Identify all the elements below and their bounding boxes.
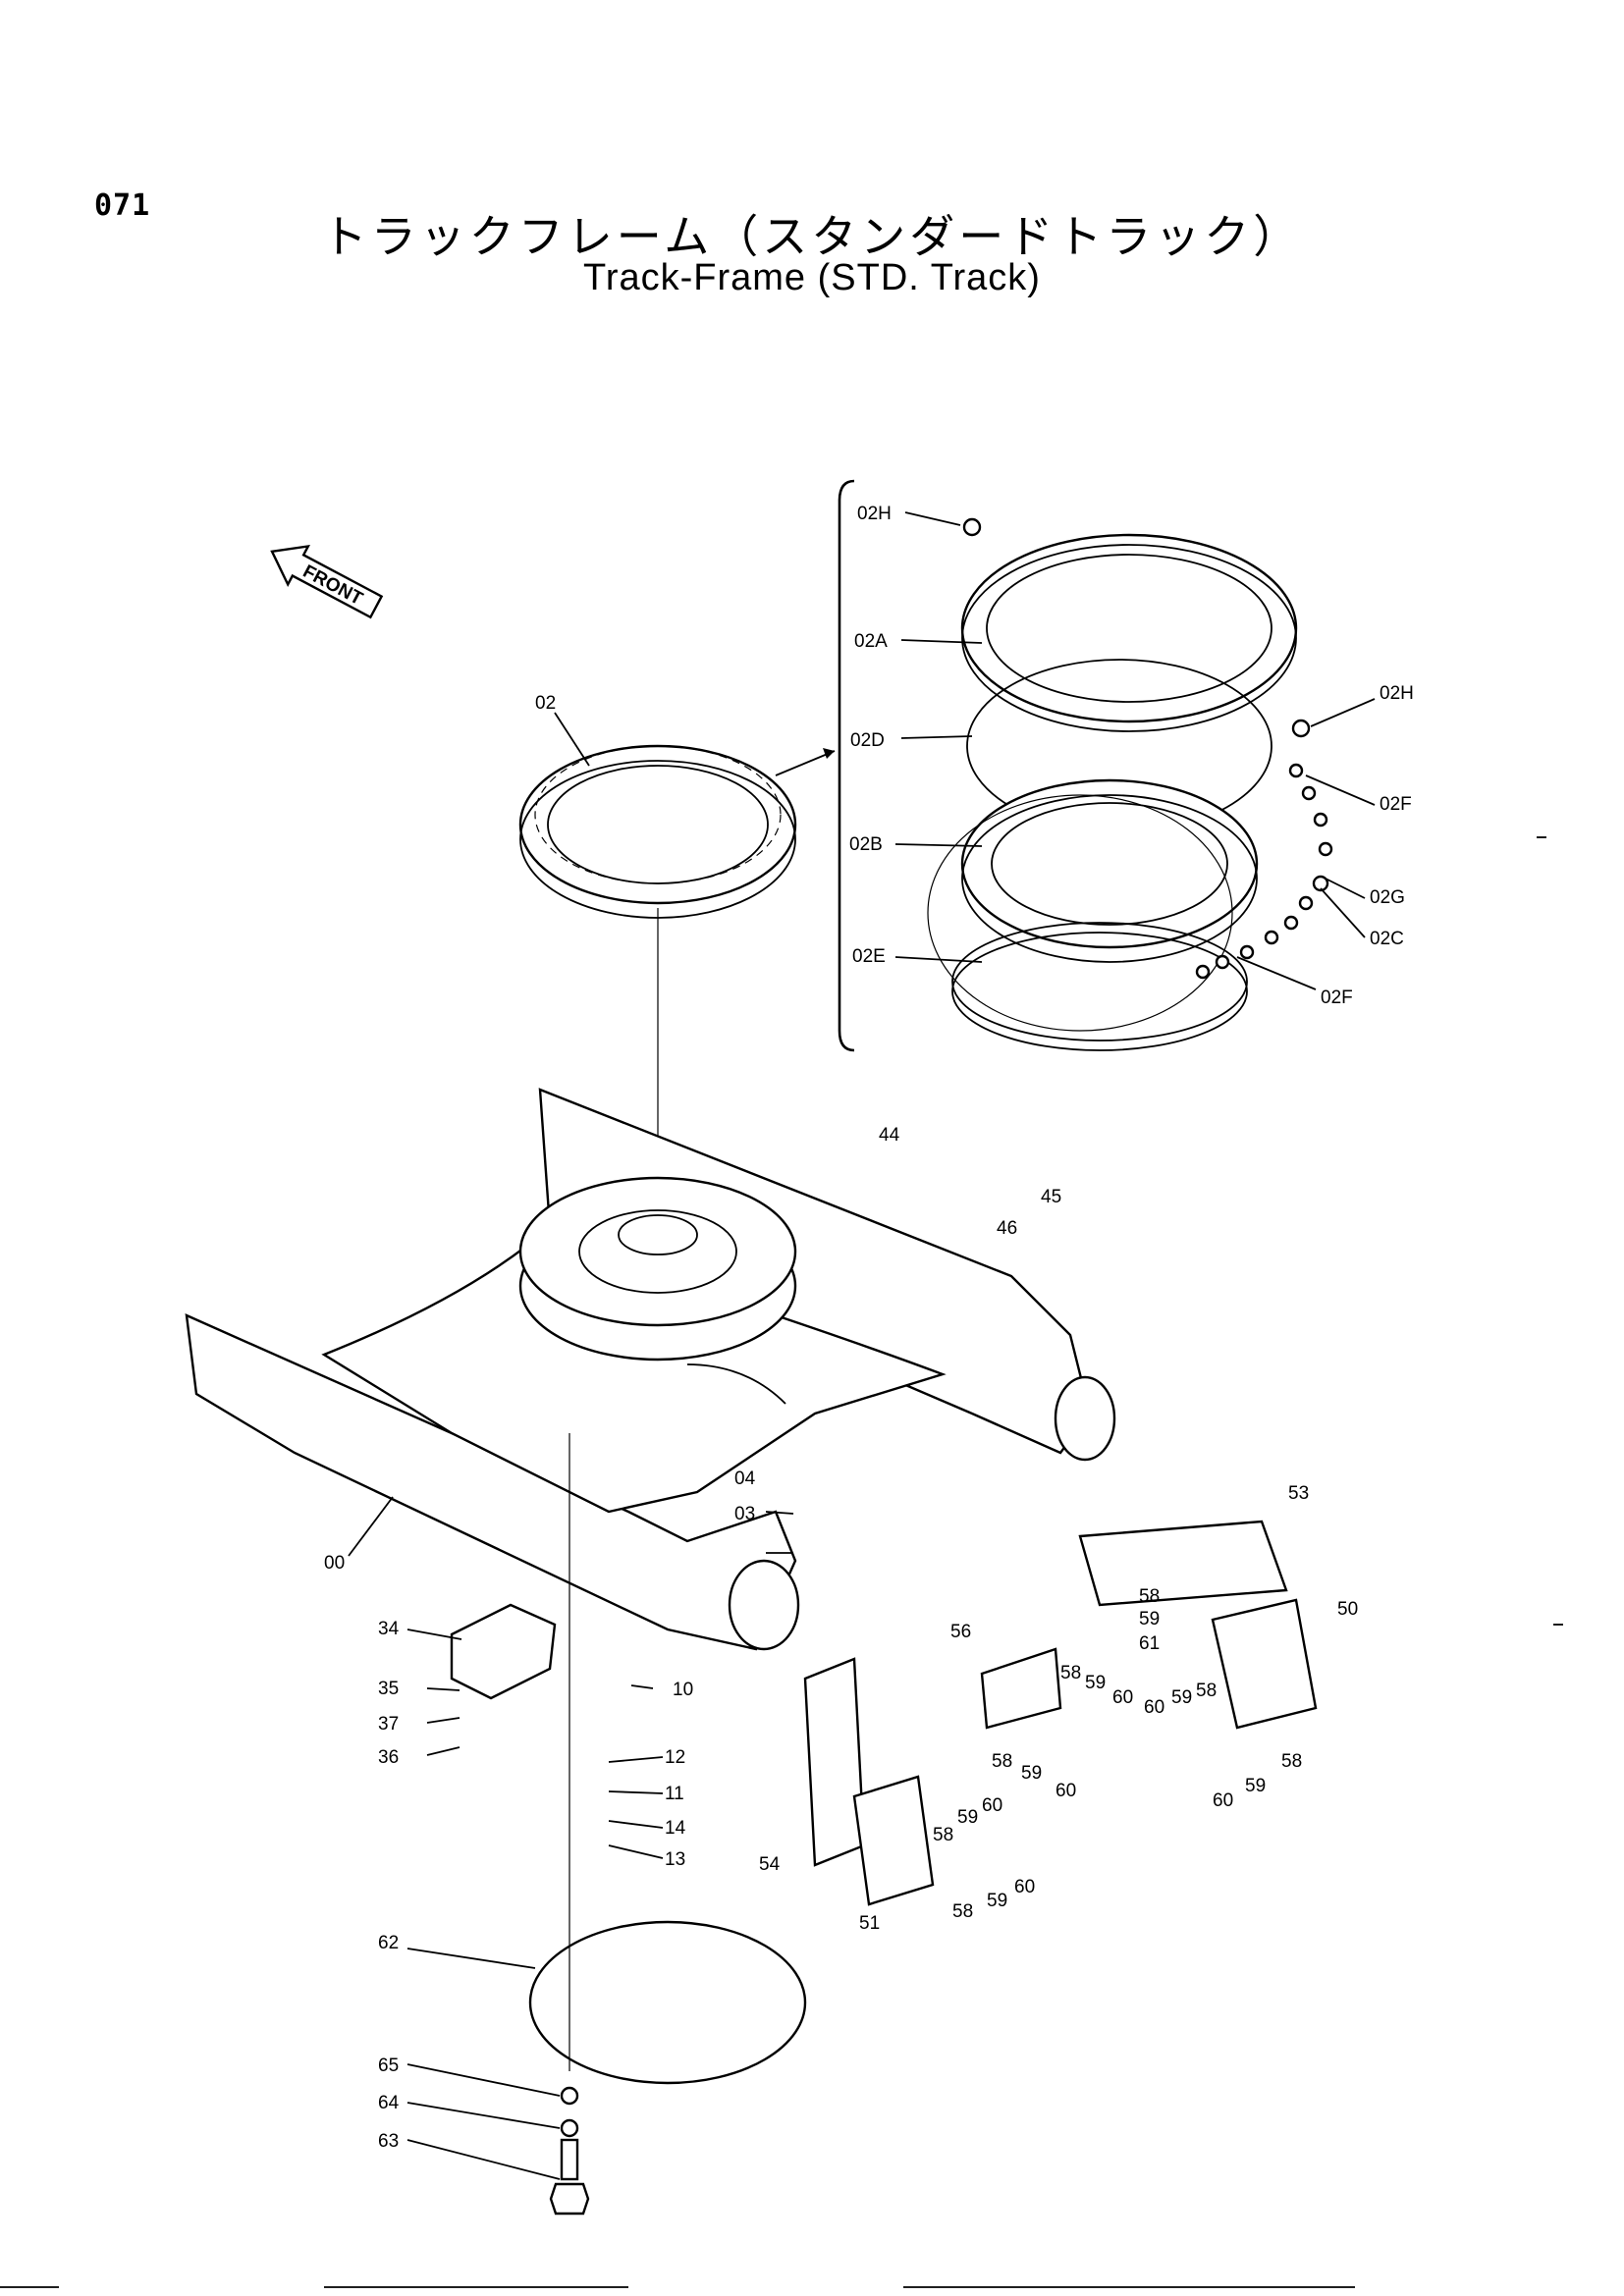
plate-51 <box>852 1775 935 1906</box>
leader-lines <box>348 511 1376 2180</box>
label-54: 54 <box>759 1854 781 1875</box>
label-02: 02 <box>535 693 556 714</box>
label-60-e: 60 <box>1213 1790 1233 1811</box>
label-59-d: 59 <box>1021 1763 1042 1784</box>
label-03: 03 <box>734 1504 755 1524</box>
plate-50 <box>1211 1598 1318 1730</box>
plate-53 <box>1078 1520 1288 1607</box>
label-59-f: 59 <box>957 1807 978 1828</box>
front-arrow-icon: FRONT <box>270 544 384 619</box>
label-56: 56 <box>950 1622 971 1642</box>
label-44: 44 <box>879 1125 900 1146</box>
label-61: 61 <box>1139 1633 1160 1654</box>
label-02a: 02A <box>854 631 888 652</box>
label-02d: 02D <box>850 730 885 751</box>
label-60-g: 60 <box>1014 1877 1035 1897</box>
label-13: 13 <box>665 1849 685 1870</box>
label-02c: 02C <box>1370 929 1404 949</box>
page-number: 071 <box>94 188 151 223</box>
label-62: 62 <box>378 1933 399 1953</box>
label-02f-top: 02F <box>1380 794 1412 815</box>
label-45: 45 <box>1041 1187 1061 1207</box>
label-04: 04 <box>734 1468 756 1489</box>
cover-plates <box>803 1520 1318 1906</box>
label-60-f: 60 <box>982 1795 1002 1816</box>
label-11: 11 <box>665 1784 684 1804</box>
label-02h-top: 02H <box>857 504 892 524</box>
arrow-02-to-detail <box>775 750 836 776</box>
bearing-detail-rings <box>927 517 1333 1051</box>
label-58-a: 58 <box>1139 1586 1160 1607</box>
label-36: 36 <box>378 1747 399 1768</box>
label-60-d: 60 <box>1056 1781 1076 1801</box>
plate-56 <box>980 1647 1062 1730</box>
label-63: 63 <box>378 2131 399 2152</box>
label-02h-right: 02H <box>1380 683 1414 704</box>
block-34 <box>450 1603 557 1700</box>
label-58-e: 58 <box>1281 1751 1302 1772</box>
label-53: 53 <box>1288 1483 1309 1504</box>
label-58-d: 58 <box>992 1751 1012 1772</box>
label-37: 37 <box>378 1714 399 1735</box>
label-64: 64 <box>378 2093 400 2113</box>
label-34: 34 <box>378 1619 400 1639</box>
label-00: 00 <box>324 1553 345 1574</box>
track-frame-00 <box>185 1088 1116 1651</box>
cover-62 <box>528 1920 807 2085</box>
label-65: 65 <box>378 2056 399 2076</box>
swing-bearing-02 <box>518 744 797 919</box>
label-02e: 02E <box>852 946 886 967</box>
label-02f-bottom: 02F <box>1321 988 1353 1008</box>
label-58-c: 58 <box>1196 1681 1217 1701</box>
label-59-b: 59 <box>1085 1673 1106 1693</box>
label-58-g: 58 <box>952 1901 973 1922</box>
label-59-a: 59 <box>1139 1609 1160 1629</box>
label-51: 51 <box>859 1913 880 1934</box>
label-60-b: 60 <box>1112 1687 1133 1708</box>
label-59-e: 59 <box>1245 1776 1266 1796</box>
label-35: 35 <box>378 1679 399 1699</box>
label-12: 12 <box>665 1747 685 1768</box>
title-english: Track-Frame (STD. Track) <box>583 257 1041 298</box>
label-50: 50 <box>1337 1599 1358 1620</box>
label-59-c: 59 <box>1171 1687 1192 1708</box>
label-58-f: 58 <box>933 1825 953 1845</box>
part-labels: 02H 02A 02D 02B 02E 02H 02F 02G 02C 02F … <box>324 504 1414 2152</box>
label-14: 14 <box>665 1818 686 1839</box>
label-59-g: 59 <box>987 1891 1007 1911</box>
label-60-c: 60 <box>1144 1697 1164 1718</box>
label-58-b: 58 <box>1060 1663 1081 1683</box>
subassembly-bracket <box>838 479 855 1052</box>
label-02b: 02B <box>849 834 883 855</box>
label-02g: 02G <box>1370 887 1405 908</box>
title-japanese: トラックフレーム（スタンダードトラック） <box>321 210 1303 263</box>
label-10: 10 <box>673 1680 693 1700</box>
plate-54 <box>803 1657 866 1867</box>
label-46: 46 <box>997 1218 1017 1239</box>
